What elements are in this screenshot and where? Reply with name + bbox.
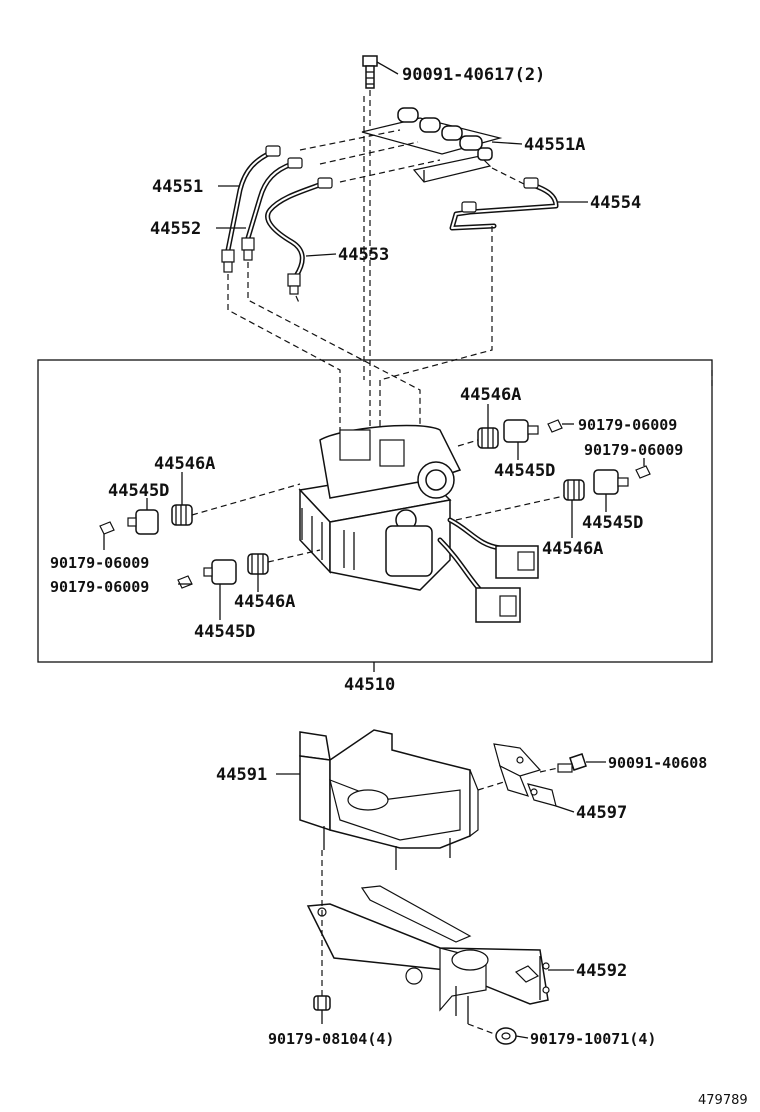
label-90179-06009-right-lower: 90179-06009 — [584, 441, 683, 459]
bracket-44592-drawing — [306, 885, 550, 1024]
label-bolt-top: 90091-40617(2) — [402, 65, 545, 85]
label-44551A: 44551A — [524, 135, 585, 155]
actuator-body-drawing — [298, 424, 539, 623]
label-44546A-left-lower: 44546A — [234, 592, 295, 612]
label-44545D-left-lower: 44545D — [194, 622, 255, 642]
figure-number: 479789 — [698, 1093, 748, 1108]
label-44592: 44592 — [576, 961, 627, 981]
pipe-guide-lines — [227, 129, 525, 440]
brake-tube-44551-drawing — [221, 145, 281, 273]
bracket-44551A-drawing — [361, 107, 523, 183]
label-44545D-right-lower: 44545D — [582, 513, 643, 533]
label-90179-08104: 90179-08104(4) — [268, 1030, 394, 1048]
bolt-90091-40608-drawing — [539, 753, 606, 773]
top-bolt-drawing — [362, 55, 399, 89]
bracket-44597-drawing — [493, 743, 557, 807]
label-90179-10071: 90179-10071(4) — [530, 1030, 656, 1048]
bracket-44591-drawing — [299, 729, 505, 870]
label-44545D-right-upper: 44545D — [494, 461, 555, 481]
left-lower-parts-drawing — [177, 549, 321, 589]
label-44546A-right-lower: 44546A — [542, 539, 603, 559]
label-44591: 44591 — [216, 765, 267, 785]
actuator-leader-lines — [103, 404, 645, 620]
left-upper-parts-drawing — [99, 483, 301, 535]
label-90179-06009-left-upper: 90179-06009 — [50, 554, 149, 572]
brake-tube-44554-drawing — [449, 177, 559, 231]
label-44552: 44552 — [150, 219, 201, 239]
label-90179-06009-left-lower: 90179-06009 — [50, 578, 149, 596]
label-44551: 44551 — [152, 177, 203, 197]
actuator-assembly-frame — [37, 359, 713, 663]
label-44546A-right-upper: 44546A — [460, 385, 521, 405]
brake-tube-44553-drawing — [265, 177, 333, 295]
right-lower-parts-drawing — [455, 465, 651, 521]
label-90091-40608: 90091-40608 — [608, 754, 707, 772]
label-44510: 44510 — [344, 675, 395, 695]
label-44553: 44553 — [338, 245, 389, 265]
label-44597: 44597 — [576, 803, 627, 823]
label-44554: 44554 — [590, 193, 641, 213]
label-44545D-left-upper: 44545D — [108, 481, 169, 501]
nut-90179-08104-drawing — [313, 995, 331, 1024]
label-90179-06009-right-upper: 90179-06009 — [578, 416, 677, 434]
label-44546A-left-upper: 44546A — [154, 454, 215, 474]
brake-tube-44552-drawing — [241, 157, 303, 261]
right-upper-parts-drawing — [457, 419, 563, 449]
nut-90179-10071-drawing — [495, 1027, 529, 1045]
